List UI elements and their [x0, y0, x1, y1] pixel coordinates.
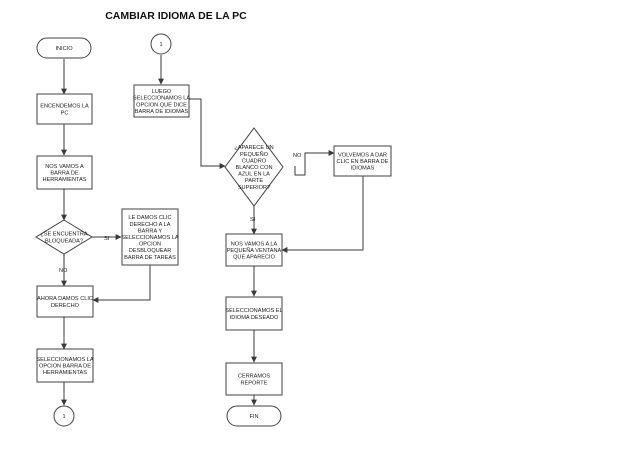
edge-aparece-no: [294, 150, 335, 176]
node-label: 1: [159, 42, 162, 48]
node-label-line: BARRA DE TAREAS: [124, 255, 176, 261]
edge-label-si-bloqueada: SI: [104, 236, 110, 242]
node-label-line: SUPERIOR?: [238, 185, 270, 191]
node-label-line: PEQUEÑO: [240, 151, 269, 158]
node-label-line: DERECHO: [51, 303, 80, 309]
node-label-line: DESBLOQUEAR: [129, 248, 172, 254]
node-label: FIN: [249, 414, 258, 420]
start-node-inicio: INICIO: [36, 37, 92, 59]
connector-node-top: 1: [150, 33, 172, 55]
node-label-line: HERRAMIENTAS: [43, 370, 87, 376]
node-label-line: OPCION: [139, 242, 161, 248]
node-label-line: QUE APARECIO: [233, 255, 276, 261]
node-label-line: CLIC EN BARRA DE: [337, 159, 389, 165]
node-label-line: OPCION BARRA DE: [39, 364, 91, 370]
node-label-line: NOS VAMOS A LA: [231, 241, 278, 247]
node-label-line: SELECCIONAMOS LA: [133, 96, 190, 102]
node-label-line: SELECCIONAMOS LA: [36, 357, 93, 363]
node-label-line: BARRA DE IDIOMAS: [135, 109, 189, 115]
node-label-line: ¿APARECE UN: [234, 145, 273, 151]
node-label-line: SELECCIONAMOS EL: [225, 308, 282, 314]
edge-label-no-bloqueada: NO: [59, 268, 68, 274]
edge-luego-aparece: [189, 98, 226, 169]
node-label-line: CERRAMOS: [238, 374, 271, 380]
node-label-line: BARRA Y: [138, 228, 162, 234]
end-node-fin: FIN: [226, 405, 282, 427]
node-label-line: HERRAMIENTAS: [42, 177, 86, 183]
node-label-line: AHORA DAMOS CLIC: [37, 296, 93, 302]
node-label-line: SELECCIONAMOS LA: [121, 235, 178, 241]
node-label-line: REPORTE: [241, 380, 268, 386]
node-label-line: PC: [61, 110, 69, 116]
node-label-line: LE DAMOS CLIC: [128, 215, 171, 221]
connectors: [61, 55, 364, 406]
edge-volvemos-ventana: [281, 176, 364, 253]
node-label-line: INICIO: [55, 46, 73, 52]
node-label-line: BLANCO CON: [236, 165, 273, 171]
node-label-line: IDIOMA DESEADO: [230, 315, 279, 321]
node-label-line: FIN: [249, 414, 258, 420]
connector-node-bottom: 1: [53, 405, 75, 427]
page-title: CAMBIAR IDIOMA DE LA PC: [105, 10, 247, 22]
node-label-line: VOLVEMOS A DAR: [338, 152, 387, 158]
node-label-line: IDIOMAS: [351, 166, 375, 172]
node-label-line: 1: [62, 414, 65, 420]
node-label-line: BLOQUEADA?: [45, 238, 83, 244]
node-label-line: BARRA DE: [50, 171, 79, 177]
node-label-line: NOS VAMOS A: [45, 164, 84, 170]
edge-desbloquear-clic: [92, 265, 151, 303]
node-label-line: PEQUEÑA VENTANA: [227, 247, 282, 254]
node-label-line: PARTE: [245, 178, 263, 184]
node-label-line: OPCION QUE DICE: [136, 102, 187, 108]
node-label-line: LUEGO: [152, 89, 172, 95]
node-label-line: ¿SE ENCUENTRA: [40, 232, 88, 238]
node-label-line: CUADRO: [242, 158, 267, 164]
node-label-line: ENCENDEMOS LA: [40, 104, 89, 110]
node-label: 1: [62, 414, 65, 420]
node-label: INICIO: [55, 46, 73, 52]
edge-label-si-aparece: SI: [250, 217, 256, 223]
node-label-line: DERECHO A LA: [129, 222, 170, 228]
node-label-line: AZUL EN LA: [238, 172, 270, 178]
edge-label-no-aparece: NO: [293, 153, 302, 159]
node-label-line: 1: [159, 42, 162, 48]
